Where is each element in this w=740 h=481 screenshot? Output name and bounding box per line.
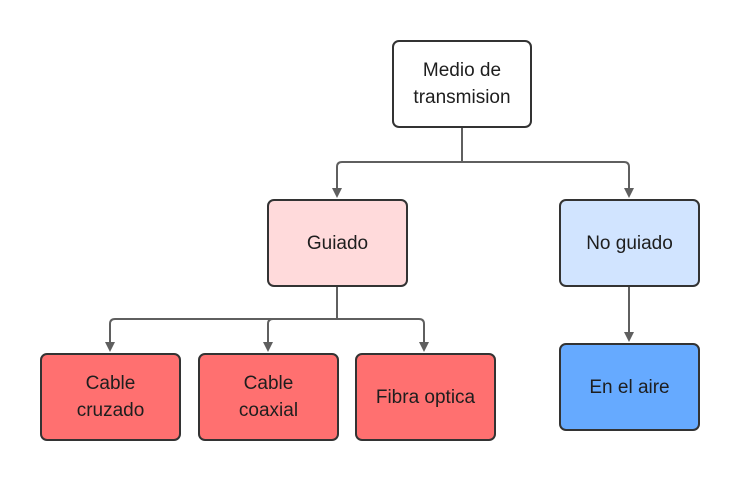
node-cable-cruzado[interactable]: Cable cruzado	[40, 353, 181, 441]
node-guiado[interactable]: Guiado	[267, 199, 408, 287]
node-label: Guiado	[306, 232, 369, 254]
node-label: Fibra optica	[375, 386, 476, 408]
connector-guiado-to-cable-coaxial	[263, 318, 337, 352]
node-label: En el aire	[589, 376, 670, 398]
node-fibra-optica[interactable]: Fibra optica	[355, 353, 496, 441]
node-en-el-aire[interactable]: En el aire	[559, 343, 700, 431]
connector-root-to-no-guiado	[462, 161, 634, 198]
node-label: Medio de transmision	[413, 60, 511, 108]
connector-guiado-to-fibra-optica	[337, 318, 429, 352]
connector-root-to-guiado	[332, 128, 463, 198]
node-cable-coaxial[interactable]: Cable coaxial	[198, 353, 339, 441]
node-no-guiado[interactable]: No guiado	[559, 199, 700, 287]
node-label: No guiado	[586, 232, 673, 254]
node-medio-de-transmision[interactable]: Medio de transmision	[392, 40, 532, 128]
node-label: Cable cruzado	[76, 373, 145, 421]
connector-guiado-to-cable-cruzado	[105, 286, 338, 352]
node-label: Cable coaxial	[238, 373, 299, 421]
